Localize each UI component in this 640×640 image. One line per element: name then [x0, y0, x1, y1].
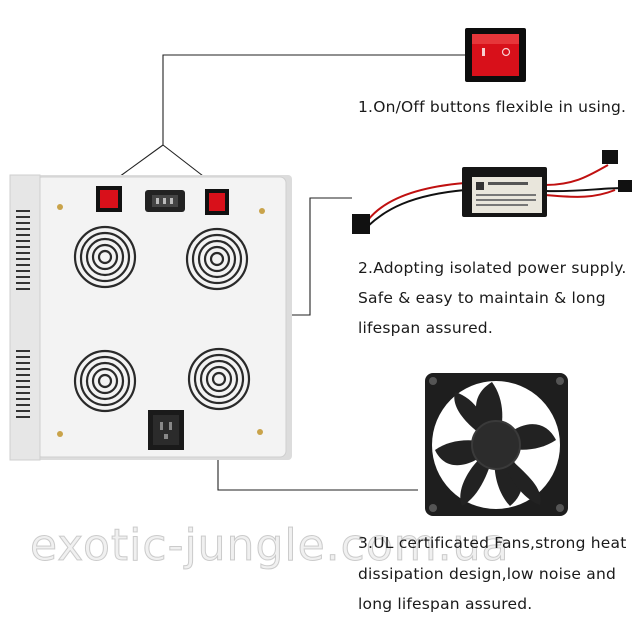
- feature-3-line-2: dissipation design,low noise and: [358, 565, 617, 583]
- feature-3-line-3: long lifespan assured.: [358, 595, 533, 613]
- feature-2-line-1: 2.Adopting isolated power supply.: [358, 259, 627, 277]
- power-inlet: [145, 190, 185, 212]
- power-supply-image: [352, 150, 632, 234]
- watermark: exotic-jungle.com.ua: [29, 520, 510, 572]
- panel-fan-vents: [73, 225, 251, 413]
- feature-3-line-1: 3.UL certificated Fans,strong heat: [358, 534, 627, 552]
- panel-switch-left: [96, 186, 122, 212]
- rocker-switch-image: [465, 28, 526, 82]
- feature-2-line-3: lifespan assured.: [358, 319, 493, 337]
- feature-1-line-1: 1.On/Off buttons flexible in using.: [358, 98, 627, 116]
- cooling-fan-image: [425, 373, 568, 516]
- universal-socket: [148, 410, 184, 450]
- callout-line-switch: [162, 54, 465, 145]
- feature-2-line-2: Safe & easy to maintain & long: [358, 289, 606, 307]
- panel-switch-right: [205, 189, 229, 215]
- led-panel: [9, 174, 292, 461]
